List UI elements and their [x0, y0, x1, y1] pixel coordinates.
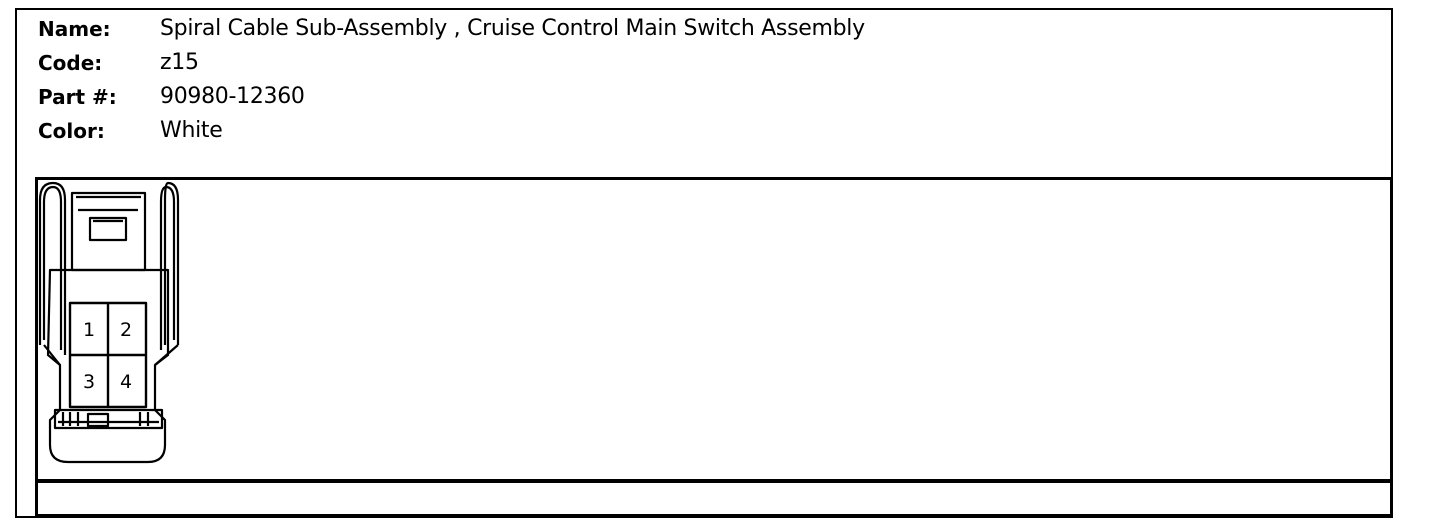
pin-3-label: 3 [83, 371, 95, 393]
code-value: z15 [160, 50, 199, 75]
footer-frame [35, 480, 1393, 517]
pin-4-label: 4 [120, 371, 132, 393]
connector-bottom-strip [53, 408, 164, 430]
name-label: Name: [38, 17, 111, 41]
code-label: Code: [38, 51, 103, 75]
pin-2-label: 2 [120, 319, 132, 341]
name-value: Spiral Cable Sub-Assembly , Cruise Contr… [160, 16, 865, 41]
right-latch-arm-inner [159, 185, 176, 350]
right-latch-arm [163, 181, 180, 345]
connector-bottom-ticks [61, 412, 150, 426]
left-latch-arm-inner [42, 185, 63, 350]
left-latch-arm [38, 181, 67, 355]
color-value: White [160, 118, 223, 143]
connector-top-body [70, 191, 147, 272]
color-label: Color: [38, 119, 105, 143]
connector-bottom-lock [86, 412, 110, 428]
part-number-label: Part #: [38, 85, 117, 109]
pin-1-label: 1 [83, 319, 95, 341]
connector-body-shoulder-left [43, 344, 61, 366]
connector-key-tab [88, 216, 128, 242]
connector-main-body [46, 268, 170, 464]
part-number-value: 90980-12360 [160, 84, 305, 109]
connector-body-shoulder-right [154, 344, 179, 366]
